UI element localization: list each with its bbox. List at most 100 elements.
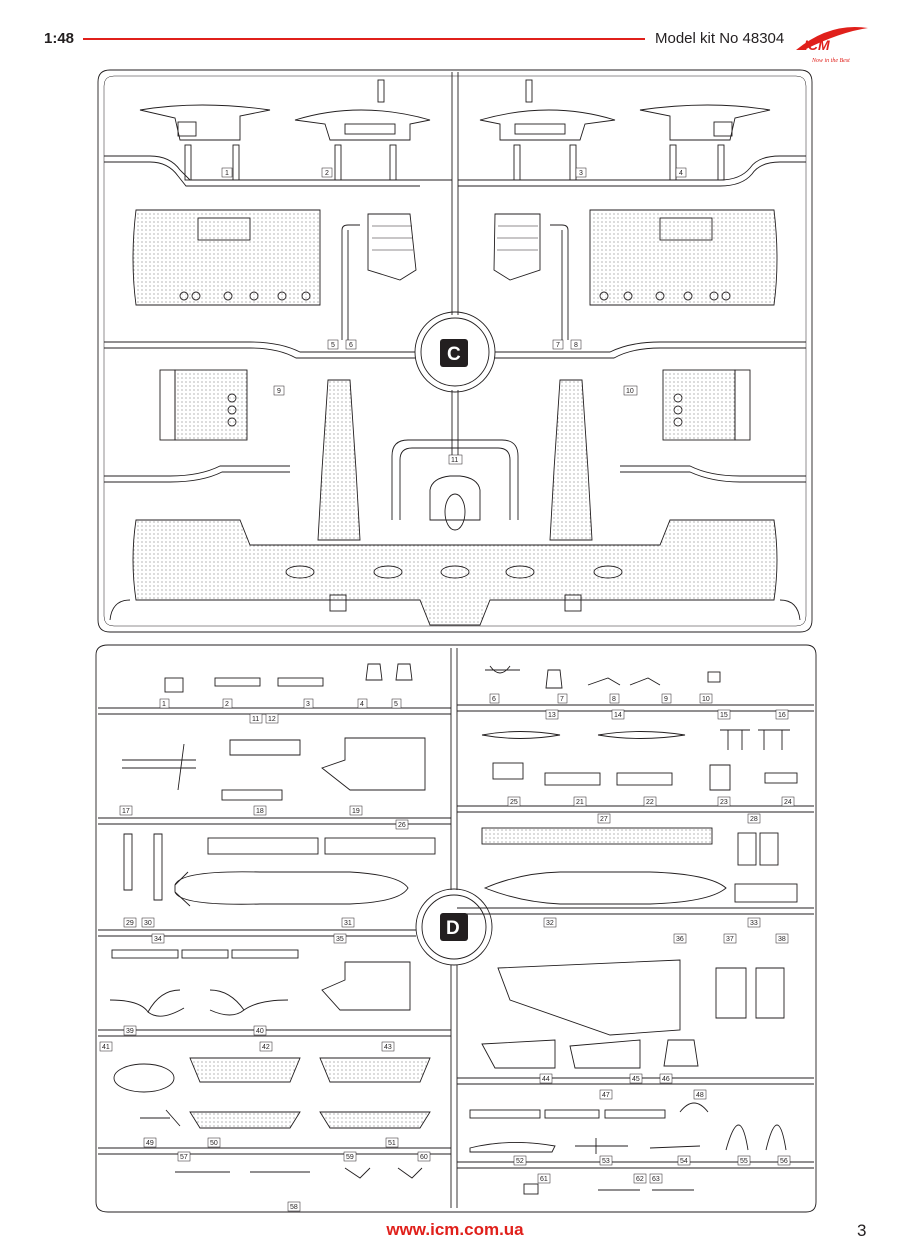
part-label-box — [507, 796, 521, 807]
part-d-2: 2 — [225, 701, 229, 708]
part-label-box — [303, 698, 314, 709]
part-d-21: 21 — [576, 799, 584, 806]
part-label-box — [537, 1173, 551, 1184]
part-d-4: 4 — [360, 701, 364, 708]
part-label-box — [573, 796, 587, 807]
part-label-box — [177, 1151, 191, 1162]
part-d-22: 22 — [646, 799, 654, 806]
part-c-7: 7 — [556, 342, 560, 349]
part-d-34: 34 — [154, 936, 162, 943]
part-c-9: 9 — [277, 388, 281, 395]
part-d-61: 61 — [540, 1176, 548, 1183]
part-label-box — [333, 933, 347, 944]
part-c-11: 11 — [451, 457, 458, 464]
part-d-41: 41 — [102, 1044, 110, 1051]
part-d-19: 19 — [352, 808, 360, 815]
part-label-box — [633, 1173, 647, 1184]
part-label-box — [119, 805, 133, 816]
part-label-box — [543, 917, 557, 928]
part-d-58: 58 — [290, 1204, 298, 1211]
part-d-36: 36 — [676, 936, 684, 943]
part-d-40: 40 — [256, 1028, 264, 1035]
part-label-box — [717, 796, 731, 807]
part-d-38: 38 — [778, 936, 786, 943]
header-rule — [83, 38, 645, 40]
part-label-box — [253, 1025, 267, 1036]
part-d-3: 3 — [306, 701, 310, 708]
page-number: 3 — [857, 1221, 867, 1240]
part-label-box — [249, 713, 263, 724]
part-label-box — [693, 1089, 707, 1100]
part-d-28: 28 — [750, 816, 758, 823]
part-label-box — [661, 693, 672, 704]
svg-text:Now in the Best: Now in the Best — [811, 58, 850, 64]
part-d-33: 33 — [750, 920, 758, 927]
part-d-59: 59 — [346, 1154, 354, 1161]
part-d-14: 14 — [614, 712, 622, 719]
part-label-box — [597, 813, 611, 824]
icm-logo: ICM Now in the Best — [796, 26, 868, 64]
part-label-box — [611, 709, 625, 720]
part-label-box — [629, 1073, 643, 1084]
part-d-6: 6 — [492, 696, 496, 703]
part-label-box — [777, 1155, 791, 1166]
sprue-d-letter: D — [446, 918, 460, 939]
part-d-13: 13 — [548, 712, 556, 719]
part-d-32: 32 — [546, 920, 554, 927]
part-label-box — [341, 917, 355, 928]
part-label-box — [643, 796, 657, 807]
part-d-8: 8 — [612, 696, 616, 703]
part-label-box — [599, 1089, 613, 1100]
part-label-box — [385, 1137, 399, 1148]
part-label-box — [747, 917, 761, 928]
sprue-d-frame — [95, 644, 817, 1213]
part-label-box — [609, 693, 620, 704]
part-c-5: 5 — [331, 342, 335, 349]
part-d-56: 56 — [780, 1158, 788, 1165]
part-d-5: 5 — [394, 701, 398, 708]
part-d-1: 1 — [162, 701, 166, 708]
part-d-37: 37 — [726, 936, 734, 943]
part-c-1: 1 — [225, 170, 229, 177]
part-label-box — [747, 813, 761, 824]
part-d-11: 11 — [252, 716, 259, 723]
part-d-46: 46 — [662, 1076, 670, 1083]
part-d-12: 12 — [268, 716, 276, 723]
part-d-26: 26 — [398, 822, 406, 829]
sprue-c-part-labels: 1 2 3 4 5 6 7 8 9 10 11 — [221, 167, 687, 465]
part-label-box — [343, 1151, 357, 1162]
part-label-box — [395, 819, 409, 830]
part-label-box — [599, 1155, 613, 1166]
part-d-51: 51 — [388, 1140, 396, 1147]
sprue-c-letter: C — [447, 344, 461, 365]
part-d-60: 60 — [420, 1154, 428, 1161]
part-label-box — [381, 1041, 395, 1052]
part-d-52: 52 — [516, 1158, 524, 1165]
part-d-49: 49 — [146, 1140, 154, 1147]
part-label-box — [659, 1073, 673, 1084]
sprue-d-badge — [440, 913, 468, 941]
part-label-box — [222, 698, 233, 709]
part-label-box — [489, 693, 500, 704]
sprue-c-badge — [440, 339, 468, 367]
part-d-55: 55 — [740, 1158, 748, 1165]
part-label-box — [141, 917, 155, 928]
part-label-box — [253, 805, 267, 816]
part-d-39: 39 — [126, 1028, 134, 1035]
scale-label: 1:48 — [44, 30, 75, 47]
svg-text:ICM: ICM — [804, 37, 830, 53]
website-link[interactable]: www.icm.com.ua — [386, 1220, 524, 1239]
part-d-15: 15 — [720, 712, 728, 719]
part-label-box — [539, 1073, 553, 1084]
part-label-box — [123, 917, 137, 928]
part-d-50: 50 — [210, 1140, 218, 1147]
part-d-30: 30 — [144, 920, 152, 927]
part-d-47: 47 — [602, 1092, 610, 1099]
sprue-d — [95, 644, 817, 1213]
part-d-45: 45 — [632, 1076, 640, 1083]
part-d-18: 18 — [256, 808, 264, 815]
part-d-42: 42 — [262, 1044, 270, 1051]
part-d-9: 9 — [664, 696, 668, 703]
part-c-8: 8 — [574, 342, 578, 349]
part-c-2: 2 — [325, 170, 329, 177]
